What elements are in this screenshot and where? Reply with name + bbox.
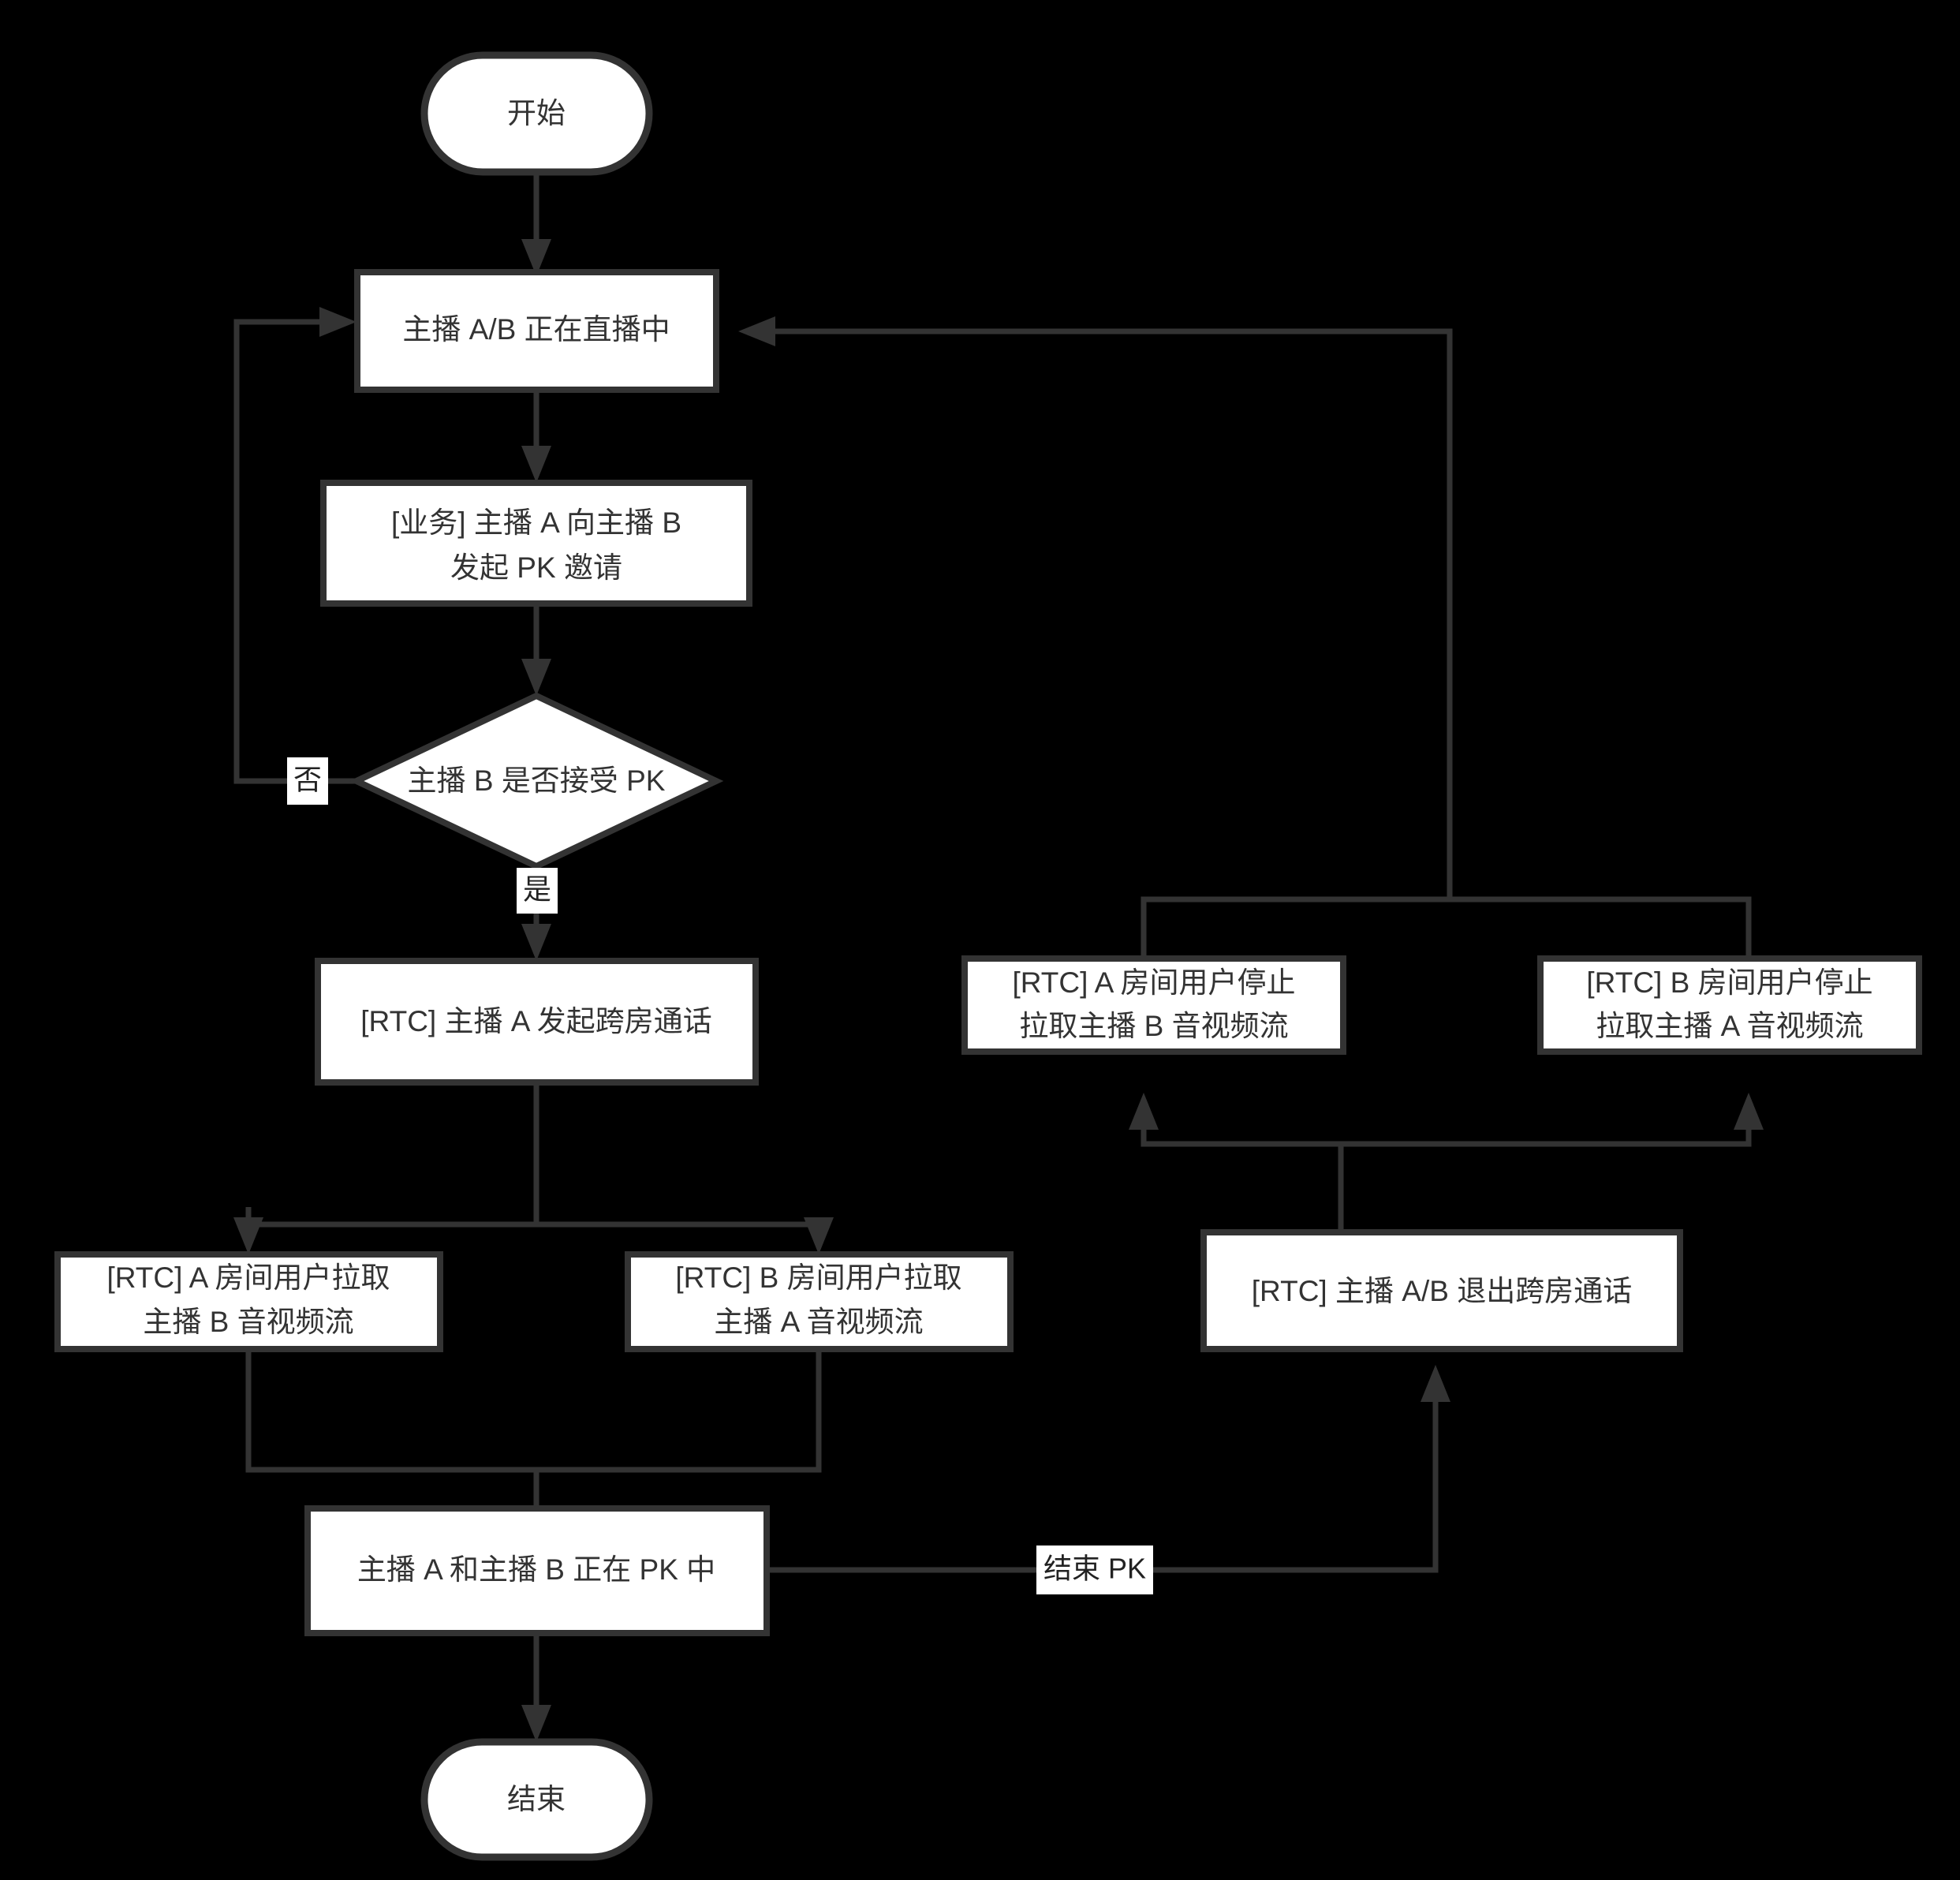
edge-pking-to-end bbox=[521, 1633, 551, 1742]
node-pull-a-shape bbox=[54, 1251, 443, 1352]
node-leave[interactable]: [RTC] 主播 A/B 退出跨房通话 bbox=[1200, 1229, 1683, 1352]
node-pull-b[interactable]: [RTC] B 房间用户拉取 主播 A 音视频流 bbox=[625, 1251, 1014, 1352]
node-stop-a-shape bbox=[961, 955, 1346, 1055]
node-pking-label: 主播 A 和主播 B 正在 PK 中 bbox=[357, 1553, 715, 1586]
edge-label-end-pk: 结束 PK bbox=[1036, 1545, 1153, 1594]
edge-label-no: 否 bbox=[287, 757, 328, 805]
node-stop-a-label-line2: 拉取主播 B 音视频流 bbox=[1019, 1010, 1288, 1042]
edge-label-yes-text: 是 bbox=[523, 873, 551, 906]
node-invite-shape bbox=[320, 480, 752, 607]
edge-invite-to-decision bbox=[521, 604, 551, 696]
edge-label-no-text: 否 bbox=[293, 764, 322, 796]
node-decision-shape bbox=[349, 692, 724, 870]
node-end-label: 结束 bbox=[507, 1783, 566, 1815]
node-living[interactable]: 主播 A/B 正在直播中 bbox=[354, 269, 719, 393]
edge-pking-to-leave bbox=[767, 1365, 1450, 1573]
node-decision[interactable]: 主播 B 是否接受 PK bbox=[349, 692, 724, 870]
node-start-label: 开始 bbox=[507, 97, 566, 129]
node-stop-b-label-line2: 拉取主播 A 音视频流 bbox=[1596, 1010, 1863, 1042]
edge-start-to-living bbox=[521, 173, 551, 276]
edge-stop-b-to-living bbox=[738, 316, 1752, 966]
node-stop-a[interactable]: [RTC] A 房间用户停止 拉取主播 B 音视频流 bbox=[961, 955, 1346, 1055]
node-layer: 开始 主播 A/B 正在直播中 [业务] 主播 A 向主播 B 发起 PK 邀请… bbox=[54, 51, 1922, 1861]
node-stop-a-label-line1: [RTC] A 房间用户停止 bbox=[1012, 966, 1295, 999]
node-decision-label: 主播 B 是否接受 PK bbox=[408, 764, 666, 797]
node-rtc-start-label: [RTC] 主播 A 发起跨房通话 bbox=[360, 1005, 711, 1037]
node-end-shape bbox=[420, 1738, 653, 1861]
node-start-shape bbox=[420, 51, 653, 176]
node-stop-b-label-line1: [RTC] B 房间用户停止 bbox=[1586, 966, 1872, 999]
node-leave-label: [RTC] 主播 A/B 退出跨房通话 bbox=[1252, 1275, 1632, 1307]
node-pull-b-label-line2: 主播 A 音视频流 bbox=[714, 1306, 923, 1338]
node-start[interactable]: 开始 bbox=[420, 51, 653, 176]
node-pking[interactable]: 主播 A 和主播 B 正在 PK 中 bbox=[304, 1505, 770, 1636]
edge-label-no-bg bbox=[287, 757, 328, 805]
edge-label-end-pk-text: 结束 PK bbox=[1043, 1553, 1146, 1585]
edge-pull-a-to-pking bbox=[245, 1349, 536, 1473]
node-stop-b-shape bbox=[1537, 955, 1922, 1055]
edge-label-layer: 否 是 结束 PK bbox=[287, 757, 1153, 1594]
edge-leave-to-stop-b bbox=[1341, 1093, 1764, 1147]
node-invite[interactable]: [业务] 主播 A 向主播 B 发起 PK 邀请 bbox=[320, 480, 752, 607]
node-living-shape bbox=[354, 269, 719, 393]
edge-rtc-start-to-pull-a bbox=[233, 1082, 539, 1254]
node-rtc-start-shape bbox=[315, 958, 759, 1086]
node-rtc-start[interactable]: [RTC] 主播 A 发起跨房通话 bbox=[315, 958, 759, 1086]
node-pking-shape bbox=[304, 1505, 770, 1636]
edge-leave-to-stop-a bbox=[1129, 1093, 1344, 1232]
node-living-label: 主播 A/B 正在直播中 bbox=[402, 313, 670, 346]
edge-label-yes-bg bbox=[517, 868, 558, 914]
edge-living-to-invite bbox=[521, 390, 551, 483]
edge-rtc-start-to-pull-b bbox=[536, 1217, 834, 1254]
edge-label-yes: 是 bbox=[517, 868, 558, 914]
node-pull-a-label-line2: 主播 B 音视频流 bbox=[143, 1306, 353, 1338]
edge-label-end-pk-bg bbox=[1036, 1545, 1153, 1594]
node-pull-a-label-line1: [RTC] A 房间用户拉取 bbox=[106, 1261, 390, 1294]
node-pull-b-label-line1: [RTC] B 房间用户拉取 bbox=[675, 1261, 961, 1294]
node-stop-b[interactable]: [RTC] B 房间用户停止 拉取主播 A 音视频流 bbox=[1537, 955, 1922, 1055]
node-invite-label-line1: [业务] 主播 A 向主播 B bbox=[391, 506, 681, 539]
edge-layer bbox=[233, 173, 1764, 1742]
edge-stop-a-to-living bbox=[1141, 896, 1450, 966]
node-leave-shape bbox=[1200, 1229, 1683, 1352]
node-pull-a[interactable]: [RTC] A 房间用户拉取 主播 B 音视频流 bbox=[54, 1251, 443, 1352]
node-pull-b-shape bbox=[625, 1251, 1014, 1352]
node-invite-label-line2: 发起 PK 邀请 bbox=[450, 551, 622, 584]
node-end[interactable]: 结束 bbox=[420, 1738, 653, 1861]
